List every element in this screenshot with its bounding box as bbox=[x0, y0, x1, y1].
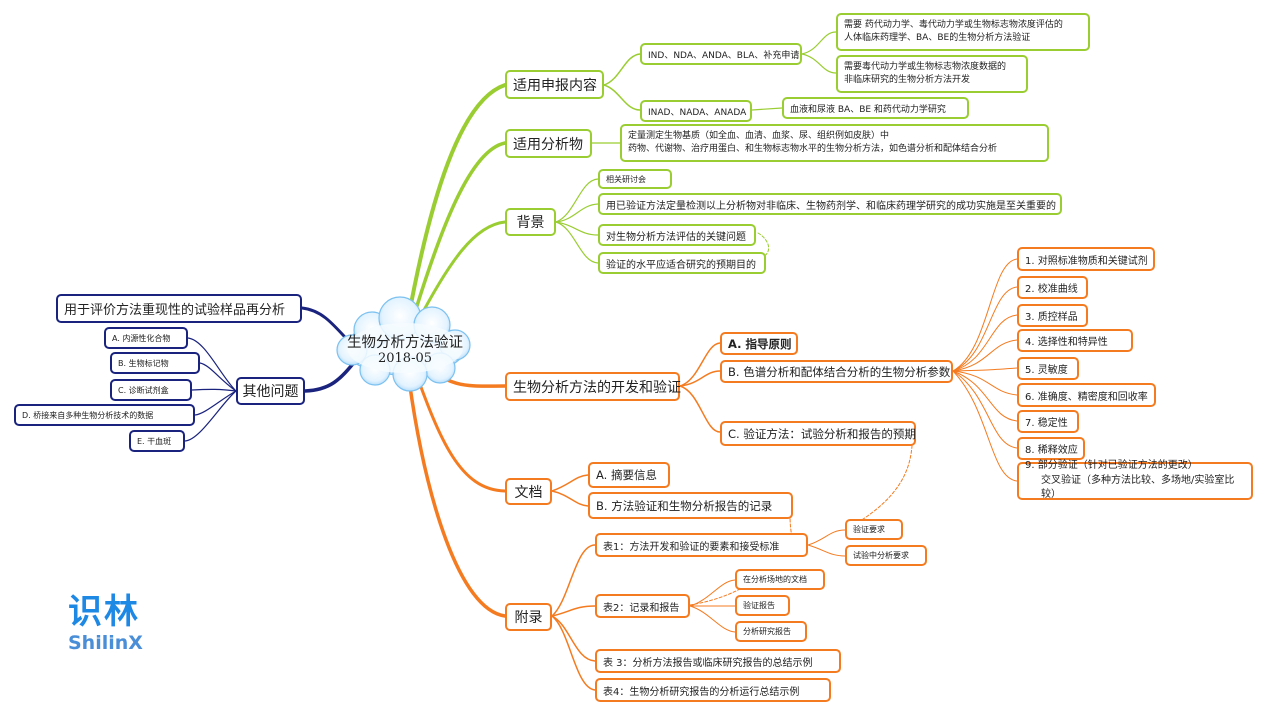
param-line: 交叉验证（多种方法比较、多场地/实验室比较） bbox=[1041, 474, 1235, 501]
topic-other-issues[interactable]: 其他问题 bbox=[236, 377, 305, 405]
central-topic-title[interactable]: 生物分析方法验证 bbox=[347, 335, 463, 351]
topic-applicable-submissions[interactable]: 适用申报内容 bbox=[505, 70, 604, 99]
appendix-table-1[interactable]: 表1：方法开发和验证的要素和接受标准 bbox=[595, 533, 808, 557]
other-endogenous-compounds[interactable]: A. 内源性化合物 bbox=[104, 327, 188, 349]
appendix-validation-requirements[interactable]: 验证要求 bbox=[845, 519, 903, 540]
background-item-workshops[interactable]: 相关研讨会 bbox=[598, 169, 672, 189]
other-dried-blood-spots[interactable]: E. 干血斑 bbox=[129, 430, 185, 452]
topic-ind-nda[interactable]: IND、NDA、ANDA、BLA、补充申请 bbox=[640, 43, 802, 65]
note-line: 药物、代谢物、治疗用蛋白、和生物标志物水平的生物分析方法，如色谱分析和配体结合分… bbox=[628, 144, 998, 154]
background-item-validation-level[interactable]: 验证的水平应适合研究的预期目的 bbox=[598, 252, 766, 274]
shilinx-logo: 识林 ShilinX bbox=[68, 592, 143, 654]
doc-records[interactable]: B. 方法验证和生物分析报告的记录 bbox=[588, 492, 793, 519]
topic-background[interactable]: 背景 bbox=[505, 208, 556, 236]
note-line: 定量测定生物基质（如全血、血清、血浆、尿、组织例如皮肤）中 bbox=[628, 130, 890, 141]
background-item-key-issues[interactable]: 对生物分析方法评估的关键问题 bbox=[598, 224, 756, 246]
doc-summary-info[interactable]: A. 摘要信息 bbox=[588, 462, 670, 488]
param-selectivity[interactable]: 4. 选择性和特异性 bbox=[1017, 329, 1133, 352]
appendix-table-3[interactable]: 表 3：分析方法报告或临床研究报告的总结示例 bbox=[595, 649, 841, 673]
subtopic-bioanalytical-parameters[interactable]: B. 色谱分析和配体结合分析的生物分析参数 bbox=[720, 360, 953, 383]
other-diagnostic-kits[interactable]: C. 诊断试剂盒 bbox=[110, 379, 192, 401]
background-item-validated-methods[interactable]: 用已验证方法定量检测以上分析物对非临床、生物药剂学、和临床药理学研究的成功实施是… bbox=[598, 193, 1062, 215]
note-line: 人体临床药理学、BA、BE的生物分析方法验证 bbox=[844, 33, 1031, 43]
logo-chinese: 识林 bbox=[68, 592, 140, 632]
note-clinical-pharmacology[interactable]: 需要 药代动力学、毒代动力学或生物标志物浓度评估的 人体临床药理学、BA、BE的… bbox=[836, 13, 1090, 51]
logo-english: ShilinX bbox=[68, 632, 143, 654]
topic-applicable-analytes[interactable]: 适用分析物 bbox=[505, 129, 592, 158]
param-stability[interactable]: 7. 稳定性 bbox=[1017, 410, 1079, 433]
param-sensitivity[interactable]: 5. 灵敏度 bbox=[1017, 357, 1079, 380]
param-partial-cross-validation[interactable]: 9. 部分验证（针对已验证方法的更改） 交叉验证（多种方法比较、多场地/实验室比… bbox=[1017, 460, 1253, 501]
param-accuracy-precision[interactable]: 6. 准确度、精密度和回收率 bbox=[1017, 383, 1156, 407]
central-topic-date: 2018-05 bbox=[377, 351, 433, 366]
param-calibration-curve[interactable]: 2. 校准曲线 bbox=[1017, 276, 1088, 299]
other-bridging-data[interactable]: D. 桥接来自多种生物分析技术的数据 bbox=[14, 404, 195, 426]
note-analytes[interactable]: 定量测定生物基质（如全血、血清、血浆、尿、组织例如皮肤）中 药物、代谢物、治疗用… bbox=[620, 124, 1049, 162]
appendix-study-report[interactable]: 分析研究报告 bbox=[735, 621, 807, 642]
topic-inad-nada[interactable]: INAD、NADA、ANADA bbox=[640, 100, 752, 122]
other-biomarkers[interactable]: B. 生物标记物 bbox=[110, 352, 200, 374]
topic-method-development[interactable]: 生物分析方法的开发和验证 bbox=[505, 372, 681, 401]
appendix-site-documentation[interactable]: 在分析场地的文档 bbox=[735, 569, 825, 590]
appendix-table-2[interactable]: 表2：记录和报告 bbox=[595, 594, 690, 618]
topic-incurred-sample-reanalysis[interactable]: 用于评价方法重现性的试验样品再分析 bbox=[56, 294, 302, 323]
param-dilution[interactable]: 8. 稀释效应 bbox=[1017, 437, 1085, 460]
appendix-validation-report[interactable]: 验证报告 bbox=[735, 595, 790, 616]
note-nonclinical[interactable]: 需要毒代动力学或生物标志物浓度数据的 非临床研究的生物分析方法开发 bbox=[836, 55, 1028, 93]
note-blood-urine[interactable]: 血液和尿液 BA、BE 和药代动力学研究 bbox=[782, 97, 969, 119]
topic-appendix[interactable]: 附录 bbox=[505, 603, 552, 631]
appendix-in-study-requirements[interactable]: 试验中分析要求 bbox=[845, 545, 927, 566]
appendix-table-4[interactable]: 表4：生物分析研究报告的分析运行总结示例 bbox=[595, 678, 831, 702]
note-line: 非临床研究的生物分析方法开发 bbox=[844, 75, 971, 85]
topic-documentation[interactable]: 文档 bbox=[505, 478, 552, 505]
subtopic-guidance-principles[interactable]: A. 指导原则 bbox=[720, 332, 798, 355]
param-reference-standards[interactable]: 1. 对照标准物质和关键试剂 bbox=[1017, 247, 1155, 271]
note-line: 需要 药代动力学、毒代动力学或生物标志物浓度评估的 bbox=[844, 19, 1063, 30]
note-line: 需要毒代动力学或生物标志物浓度数据的 bbox=[844, 61, 1007, 72]
subtopic-validation-methods[interactable]: C. 验证方法：试验分析和报告的预期 bbox=[720, 421, 916, 446]
param-qc-samples[interactable]: 3. 质控样品 bbox=[1017, 304, 1088, 327]
param-line: 9. 部分验证（针对已验证方法的更改） bbox=[1025, 460, 1198, 472]
